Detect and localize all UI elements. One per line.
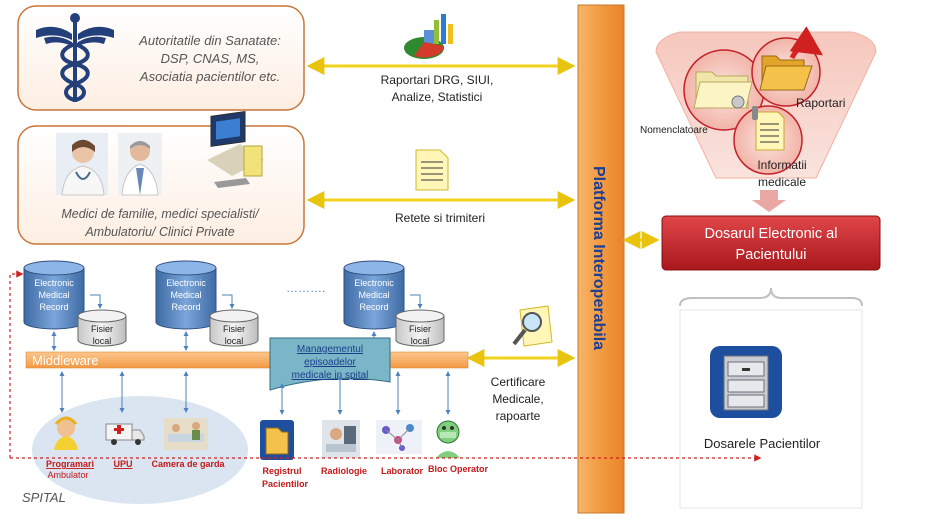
camera-label: Camera de garda <box>151 459 225 469</box>
filing-cabinet-icon <box>723 355 769 411</box>
emr-db-1: Electronic Medical Record <box>23 260 85 330</box>
registrul-line1: Registrul <box>262 466 301 476</box>
reports-line2: Analize, Statistici <box>392 90 483 104</box>
pie-chart-icon <box>404 14 453 59</box>
dosar-electronic-box: Dosarul Electronic al Pacientului <box>622 215 881 271</box>
fisier-db-1: Fisier local <box>77 309 127 347</box>
emr-3-line2: Medical <box>358 290 389 300</box>
middleware-label: Middleware <box>32 353 98 368</box>
fisier-2-line1: Fisier <box>223 324 245 334</box>
folder-icon <box>693 71 753 109</box>
authorities-line2: DSP, CNAS, MS, <box>161 51 260 66</box>
doctors-box: Medici de familie, medici specialisti/ A… <box>17 110 305 245</box>
open-folder-icon <box>759 26 823 91</box>
certificates-flow: Certificare Medicale, rapoarte <box>466 305 576 423</box>
middleware-bar: Middleware <box>25 351 469 369</box>
emr-db-2: Electronic Medical Record <box>155 260 217 330</box>
magnifier-document-icon <box>512 305 553 347</box>
ellipsis-label: ………. <box>286 281 325 295</box>
programari-line1: Programari <box>46 459 94 469</box>
platform-label: Platforma Interoperabila <box>590 166 607 350</box>
fisier-db-3: Fisier local <box>395 309 445 347</box>
document-icon <box>415 149 449 191</box>
brace-connector <box>679 287 863 307</box>
patient-registry-icon <box>260 420 294 460</box>
emr-1-line3: Record <box>39 302 68 312</box>
fisier-1-line2: local <box>93 336 112 346</box>
caduceus-icon <box>36 13 114 102</box>
bloc-label: Bloc Operator <box>428 464 489 474</box>
emr-1-line1: Electronic <box>34 278 74 288</box>
episode-line2: episoadelor <box>304 357 356 368</box>
dosar-line2: Pacientului <box>736 247 807 263</box>
fisier-3-line2: local <box>411 336 430 346</box>
dosar-line1: Dosarul Electronic al <box>705 226 838 242</box>
episode-management-box: Managementul episoadelor medicale in spi… <box>269 337 391 391</box>
archive-label: Dosarele Pacientilor <box>704 436 821 451</box>
reports-flow: Raportari DRG, SIUI, Analize, Statistici <box>306 14 576 104</box>
surgeon-icon <box>436 420 460 458</box>
radiology-icon <box>322 420 360 458</box>
upu-label: UPU <box>113 459 132 469</box>
medical-document-icon <box>752 106 785 151</box>
fisier-2-line2: local <box>225 336 244 346</box>
radiologie-label: Radiologie <box>321 466 367 476</box>
laboratory-icon <box>376 420 422 454</box>
hospital-section: SPITAL Electronic Medical Record Fisier … <box>9 260 762 505</box>
fisier-db-2: Fisier local <box>209 309 259 347</box>
doctors-line2: Ambulatoriu/ Clinici Private <box>84 225 234 239</box>
emergency-room-icon <box>164 418 208 450</box>
fisier-1-line1: Fisier <box>91 324 113 334</box>
prescriptions-flow: Retete si trimiteri <box>306 149 576 225</box>
certificates-line2: Medicale, <box>492 392 543 406</box>
monitor-icon <box>207 110 264 188</box>
prescriptions-label: Retete si trimiteri <box>395 211 485 225</box>
reports-line1: Raportari DRG, SIUI, <box>381 73 494 87</box>
episode-line1: Managementul <box>297 344 363 355</box>
spital-label: SPITAL <box>22 490 66 505</box>
emr-2-line3: Record <box>171 302 200 312</box>
nomenclatoare-label: Nomenclatoare <box>640 125 708 136</box>
emr-db-3: Electronic Medical Record <box>343 260 405 330</box>
emr-1-line2: Medical <box>38 290 69 300</box>
doctors-line1: Medici de familie, medici specialisti/ <box>61 207 260 221</box>
certificates-line3: rapoarte <box>496 409 541 423</box>
doctor-female-photo <box>56 133 108 196</box>
raportari-label: Raportari <box>796 96 845 110</box>
funnel-area: Nomenclatoare Raportari Informatii medic… <box>640 26 877 212</box>
emr-3-line1: Electronic <box>354 278 394 288</box>
authorities-box: Autoritatile din Sanatate: DSP, CNAS, MS… <box>17 5 305 111</box>
phone-operator-icon <box>54 416 78 450</box>
certificates-line1: Certificare <box>491 375 546 389</box>
fisier-3-line1: Fisier <box>409 324 431 334</box>
authorities-line3: Asociatia pacientilor etc. <box>139 69 280 84</box>
laborator-label: Laborator <box>381 466 424 476</box>
emr-2-line2: Medical <box>170 290 201 300</box>
red-loop-left <box>9 270 24 458</box>
ambulance-icon <box>105 423 145 445</box>
registrul-line2: Pacientilor <box>262 479 309 489</box>
informatii-line1: Informatii <box>757 158 806 172</box>
doctor-male-photo <box>118 133 162 196</box>
authorities-line1: Autoritatile din Sanatate: <box>138 33 281 48</box>
informatii-line2: medicale <box>758 175 806 189</box>
emr-2-line1: Electronic <box>166 278 206 288</box>
funnel-down-arrow <box>752 190 786 212</box>
platform-bar: Platforma Interoperabila <box>577 4 625 514</box>
programari-line2: Ambulator <box>47 470 88 480</box>
archive-box: Dosarele Pacientilor <box>679 309 863 509</box>
emr-3-line3: Record <box>359 302 388 312</box>
episode-line3: medicale in spital <box>292 370 369 381</box>
